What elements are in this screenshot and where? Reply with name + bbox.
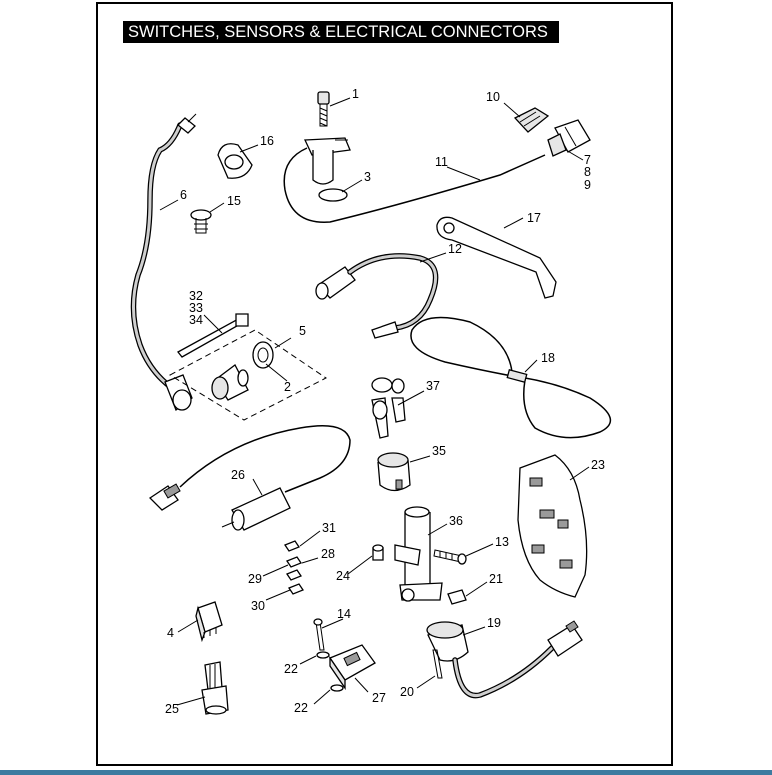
callout-4: 4	[167, 626, 174, 640]
callout-21: 21	[489, 572, 503, 586]
callout-27: 27	[372, 691, 386, 705]
callout-36: 36	[449, 514, 463, 528]
callout-labels: 1 2 3 4 5 6 7 8 9 10 11 12 13 14 15 16 1…	[165, 87, 605, 716]
callout-22-lower: 22	[294, 701, 308, 715]
callout-1: 1	[352, 87, 359, 101]
callout-25: 25	[165, 702, 179, 716]
part-1-screw	[317, 91, 330, 127]
callout-22: 22	[284, 662, 298, 676]
part-25-connector	[201, 661, 229, 715]
part-5-switch-group	[168, 329, 327, 421]
callout-9: 9	[584, 178, 591, 192]
leader-lines	[159, 97, 590, 706]
part-20-screw	[432, 649, 443, 679]
callout-3: 3	[364, 170, 371, 184]
part-21-screw	[447, 589, 467, 605]
callout-8: 8	[584, 165, 591, 179]
part-7-connector	[547, 119, 591, 157]
callout-10: 10	[486, 90, 500, 104]
callout-7: 7	[584, 153, 591, 167]
callout-26: 26	[231, 468, 245, 482]
part-35-cap	[377, 452, 411, 492]
callout-24: 24	[336, 569, 350, 583]
callout-18: 18	[541, 351, 555, 365]
part-19-sensor	[426, 620, 583, 699]
callout-35: 35	[432, 444, 446, 458]
part-17-bracket	[436, 216, 557, 299]
callout-19: 19	[487, 616, 501, 630]
callout-29: 29	[248, 572, 262, 586]
part-15-push-pin	[190, 209, 212, 234]
callout-33: 33	[189, 301, 203, 315]
part-6-cable	[130, 113, 197, 412]
part-4-relay	[195, 601, 223, 643]
callout-17: 17	[527, 211, 541, 225]
callout-23: 23	[591, 458, 605, 472]
callout-30: 30	[251, 599, 265, 613]
part-18-loop	[410, 316, 612, 439]
part-12-sensor-cable	[315, 253, 439, 339]
part-10-clip	[513, 107, 550, 133]
callout-16: 16	[260, 134, 274, 148]
part-16-clamp	[217, 143, 253, 179]
callout-5: 5	[299, 324, 306, 338]
callout-28: 28	[321, 547, 335, 561]
part-27-switch	[329, 644, 376, 691]
part-26-sensor	[148, 425, 351, 531]
callout-6: 6	[180, 188, 187, 202]
part-3-sensor-body	[283, 137, 546, 223]
callout-37: 37	[426, 379, 440, 393]
bottom-bar	[0, 770, 772, 775]
callout-32: 32	[189, 289, 203, 303]
part-23-cover	[517, 454, 588, 598]
part-37-keys	[371, 377, 406, 439]
callout-31: 31	[322, 521, 336, 535]
part-14-screw	[313, 618, 325, 651]
callout-13: 13	[495, 535, 509, 549]
callout-15: 15	[227, 194, 241, 208]
part-32-cable-tie	[177, 313, 249, 358]
part-22-washer	[316, 651, 344, 692]
callout-14: 14	[337, 607, 351, 621]
callout-20: 20	[400, 685, 414, 699]
callout-12: 12	[448, 242, 462, 256]
callout-2: 2	[284, 380, 291, 394]
part-13-screw	[433, 549, 467, 565]
callout-34: 34	[189, 313, 203, 327]
diagram-title: SWITCHES, SENSORS & ELECTRICAL CONNECTOR…	[123, 21, 559, 43]
part-28-terminal	[284, 540, 304, 595]
callout-11: 11	[435, 155, 448, 169]
part-36-ignition-switch	[372, 506, 443, 602]
